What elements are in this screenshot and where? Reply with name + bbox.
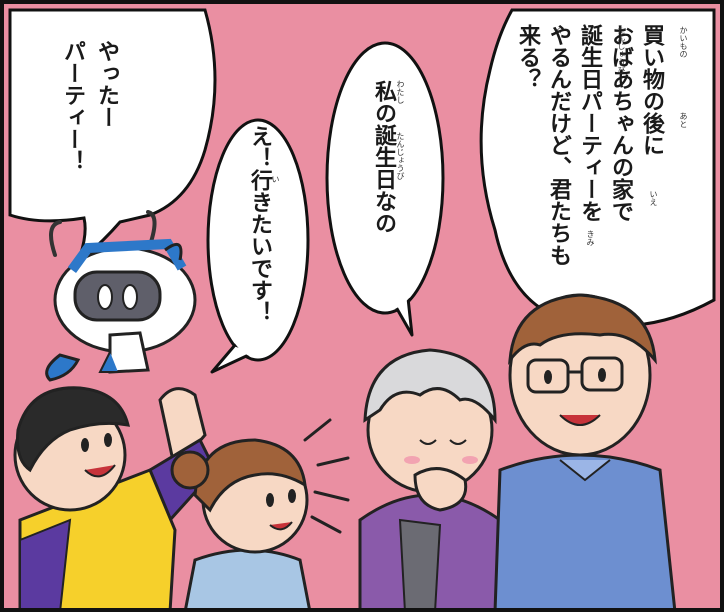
speech-bubble-girl-fill (210, 122, 306, 358)
grandma-speech-text: 私の誕生日なの (368, 80, 398, 234)
ruby-tanjoubi-grandma: たんじょうび (396, 132, 405, 180)
girl-speech-line-1: え！行きたいです！ (247, 125, 272, 323)
man-speech-line-3: 誕生日パーティーを (577, 24, 602, 222)
speech-bubble-robot (8, 8, 217, 267)
ruby-kimi: きみ (586, 230, 595, 246)
speech-bubble-man (479, 8, 716, 356)
grandma-speech-line-1: 私の誕生日なの (371, 80, 396, 234)
robot-character (45, 210, 197, 382)
ruby-ato: あと (679, 112, 688, 128)
boy-character (13, 386, 217, 612)
girl-speech-text: え！行きたいです！ (244, 125, 274, 323)
man-speech-line-4: やるんだけど、君たちも (546, 24, 571, 266)
man-speech-text: 買い物の後に おばあちゃんの家で 誕生日パーティーを やるんだけど、君たちも 来… (512, 24, 667, 266)
ruby-ie: いえ (649, 190, 658, 206)
man-speech-line-2: おばあちゃんの家で (608, 24, 633, 222)
man-character (493, 293, 677, 612)
man-speech-line-1: 買い物の後に (639, 24, 664, 156)
robot-speech-line-1: やったー (94, 40, 119, 128)
ruby-tanjoubi-man: たんじょうび (617, 26, 626, 74)
ruby-i: い (271, 175, 280, 183)
ruby-watashi: わたし (396, 80, 405, 104)
girl-character (170, 418, 350, 612)
grandma-character (358, 348, 512, 612)
robot-speech-line-2: パーティー！ (60, 40, 85, 172)
man-speech-line-5: 来る？ (515, 24, 540, 90)
speech-bubble-grandma-fill (329, 45, 441, 311)
ruby-kaimono: かいもの (679, 26, 688, 58)
ruby-ku: く (555, 26, 564, 34)
robot-speech-text: やったー パーティー！ (55, 40, 123, 172)
